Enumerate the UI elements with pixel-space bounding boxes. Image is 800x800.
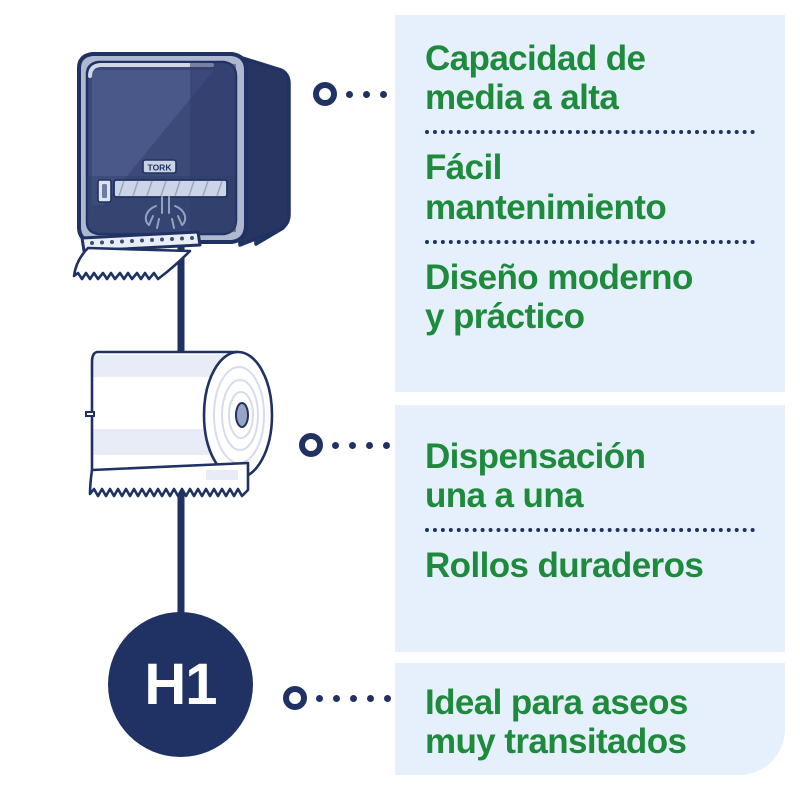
feature-text: Fácil mantenimiento bbox=[425, 148, 667, 227]
feature-panel-1: Capacidad de media a alta Fácil mantenim… bbox=[395, 15, 785, 392]
svg-text:TORK: TORK bbox=[148, 163, 173, 173]
feature-text: Diseño moderno y práctico bbox=[425, 257, 693, 336]
feature-separator bbox=[425, 239, 755, 244]
product-illustration: TORK bbox=[72, 52, 291, 640]
connector-line-3 bbox=[283, 686, 418, 710]
feature-panel-2: Dispensación una a una Rollos duraderos bbox=[395, 405, 785, 652]
tork-paper-towel-dispenser: TORK bbox=[72, 52, 291, 281]
feature-text: Rollos duraderos bbox=[425, 546, 704, 586]
dispensed-paper-sheet bbox=[72, 246, 192, 281]
feature-separator bbox=[425, 528, 755, 533]
paper-roll-core bbox=[235, 402, 249, 428]
dispenser-slot bbox=[113, 179, 228, 198]
feature-text: Capacidad de media a alta bbox=[425, 39, 646, 118]
h1-badge-label: H1 bbox=[144, 651, 217, 717]
tork-logo: TORK bbox=[142, 159, 177, 174]
connector-ring-icon bbox=[283, 686, 307, 710]
h1-system-badge: H1 bbox=[108, 612, 253, 757]
paper-roll bbox=[85, 350, 274, 498]
feature-text: Ideal para aseos muy transitados bbox=[425, 683, 688, 762]
connector-ring-icon bbox=[299, 433, 323, 457]
feature-text: Dispensación una a una bbox=[425, 437, 646, 516]
hands-pictogram bbox=[144, 196, 187, 229]
dispenser-cutting-edge bbox=[80, 230, 202, 253]
feature-panel-3: Ideal para aseos muy transitados bbox=[395, 663, 785, 775]
connector-ring-icon bbox=[313, 82, 337, 106]
feature-separator bbox=[425, 130, 755, 135]
